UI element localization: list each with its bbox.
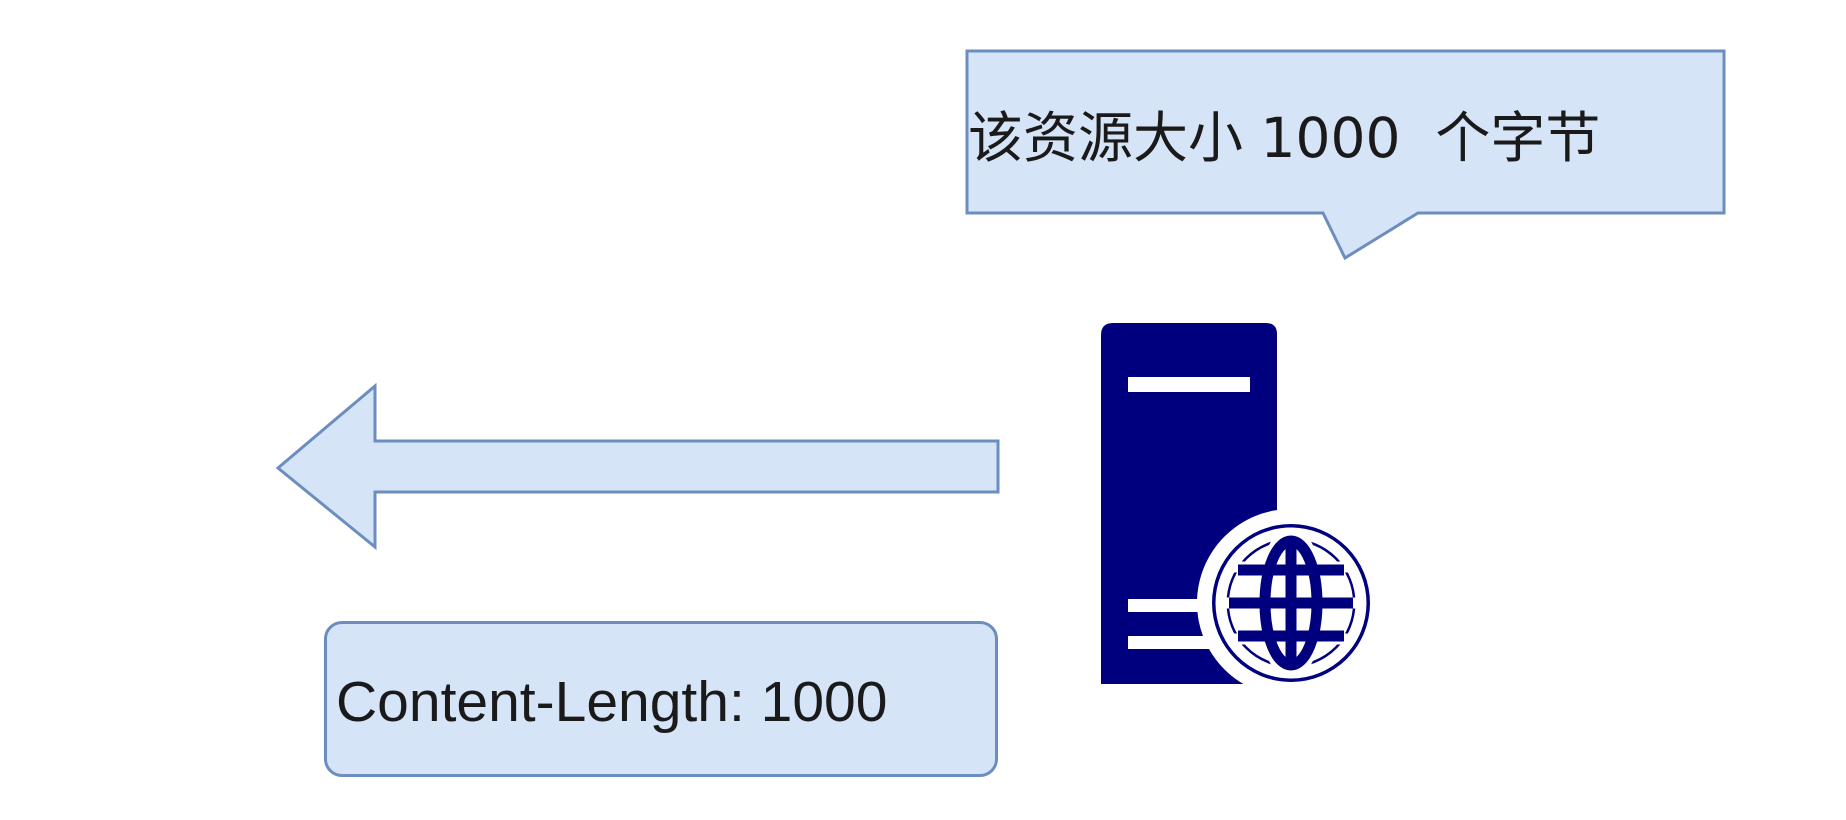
server-slot-lower-2: [1128, 636, 1218, 649]
callout-text: 该资源大小 1000 个字节: [968, 106, 1601, 170]
globe-icon: [1212, 524, 1370, 682]
web-server-icon: [1101, 323, 1385, 697]
server-slot-top: [1128, 377, 1250, 392]
callout-bubble: [965, 49, 1726, 261]
content-length-label: Content-Length: 1000: [336, 670, 888, 734]
content-length-box: [324, 621, 998, 777]
server-slot-lower-1: [1128, 599, 1218, 612]
response-arrow: [275, 382, 1000, 551]
